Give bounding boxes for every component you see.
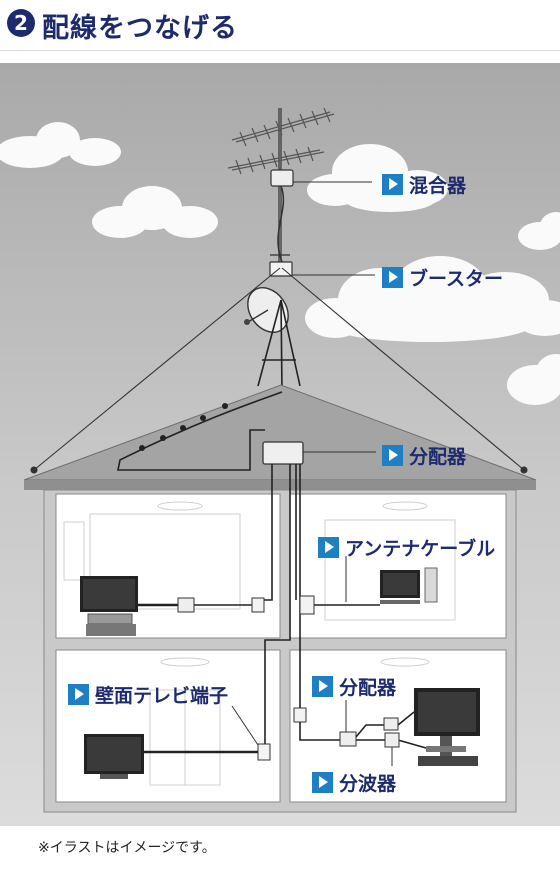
booster-device [269, 261, 293, 277]
guy-wires [30, 267, 528, 474]
mixer-device [270, 169, 294, 187]
label-antenna-cable: アンテナケーブル [318, 534, 495, 561]
label-room-splitter-text: 分配器 [339, 677, 397, 699]
play-triangle-icon [312, 772, 333, 793]
label-booster-text: ブースター [409, 268, 504, 290]
label-demultiplexer: 分波器 [312, 769, 396, 796]
label-attic-splitter: 分配器 [382, 442, 466, 469]
demultiplexer-device [384, 732, 400, 748]
label-booster: ブースター [382, 264, 503, 291]
house-cables [262, 464, 301, 748]
room-lower-left [55, 649, 281, 803]
label-mixer-text: 混合器 [409, 175, 467, 197]
wiring-diagram-svg [0, 63, 560, 826]
play-triangle-icon [382, 174, 403, 195]
label-antenna-cable-text: アンテナケーブル [345, 538, 496, 560]
tv-lower-left [84, 734, 144, 779]
interior-decor [63, 501, 456, 786]
play-triangle-icon [382, 445, 403, 466]
cloud-left-mid [92, 186, 218, 238]
label-room-splitter: 分配器 [312, 673, 396, 700]
section-title: 配線をつなげる [42, 13, 238, 44]
play-triangle-icon [382, 267, 403, 288]
illustration-note: ※イラストはイメージです。 [38, 840, 216, 856]
uhf-antenna [231, 107, 335, 147]
play-triangle-icon [318, 537, 339, 558]
lower-right-cables [299, 711, 427, 749]
label-demultiplexer-text: 分波器 [339, 773, 397, 795]
cloud-right-small [518, 212, 560, 250]
label-mixer: 混合器 [382, 171, 466, 198]
label-wall-terminal-text: 壁面テレビ端子 [95, 685, 229, 707]
house-wiring-illustration: 混合器 ブースター 分配器 アンテナケーブル 壁面テレビ端子 分配器 分波器 [0, 63, 560, 826]
cable-clamps [139, 403, 228, 451]
wall-terminal-lower-left [257, 743, 271, 761]
section-header: 2 配線をつなげる [0, 0, 560, 51]
cloud-right-mid [305, 256, 560, 342]
roof-cable [117, 391, 283, 471]
tv-lower-right [414, 688, 480, 766]
pc-upper-right [380, 567, 438, 604]
cloud-right-lower [507, 354, 560, 405]
label-wall-terminal: 壁面テレビ端子 [68, 681, 228, 708]
step-number-badge: 2 [7, 9, 35, 37]
wall-terminal-upper-right [299, 595, 315, 615]
play-triangle-icon [68, 684, 89, 705]
label-attic-splitter-text: 分配器 [409, 446, 467, 468]
room-upper-right [289, 493, 507, 639]
play-triangle-icon [312, 676, 333, 697]
wall-terminal-upper-left [251, 597, 265, 613]
cloud-top-left [0, 122, 121, 168]
antenna-tripod [257, 299, 301, 393]
uhf-antenna-lower [227, 146, 325, 175]
tv-upper-left [80, 576, 138, 636]
wall-terminal-lower-right [293, 707, 307, 723]
splitter-upper-left-device [177, 597, 195, 613]
attic-splitter-device [262, 441, 304, 465]
splitter-lower-right-device [339, 731, 357, 747]
